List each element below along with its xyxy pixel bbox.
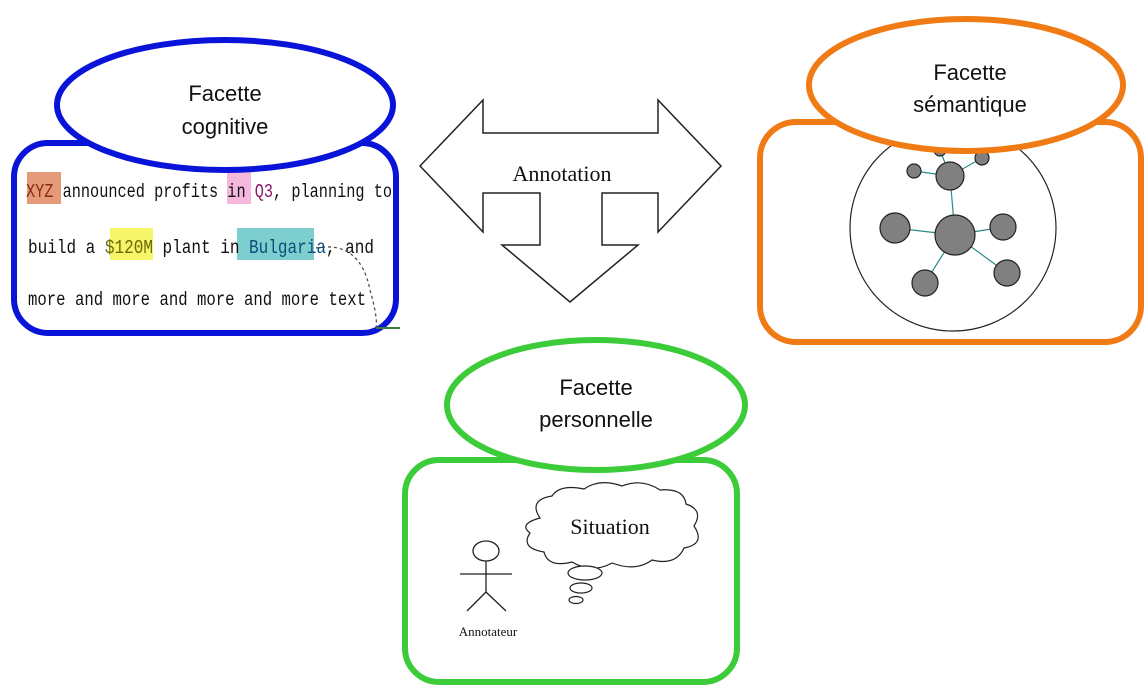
node-right <box>989 213 1017 241</box>
semantic-title-bubble <box>806 16 1126 154</box>
node-lower-right <box>993 259 1021 287</box>
node-upper <box>935 161 965 191</box>
personal-title-line2: personnelle <box>539 407 653 432</box>
annotator-label: Annotateur <box>459 624 518 639</box>
highlight-q3 <box>227 172 251 204</box>
semantic-title-line1: Facette <box>933 60 1006 85</box>
cognitive-facet: XYZ announced profits in Q3, planning to… <box>11 37 400 336</box>
cloud-icon <box>525 482 699 569</box>
annotator-figure-icon <box>460 540 512 612</box>
personal-title-line1: Facette <box>559 375 632 400</box>
node-center <box>934 214 976 256</box>
cognitive-title-line1: Facette <box>188 81 261 106</box>
entity-120m: $120M <box>105 237 153 259</box>
personal-title-bubble <box>444 337 748 473</box>
ontology-nodes <box>879 120 1021 297</box>
text-line-1: XYZ announced profits in Q3, planning to <box>26 181 392 203</box>
node-left <box>879 212 911 244</box>
highlight-bulgaria <box>237 228 314 260</box>
entity-xyz: XYZ <box>26 181 53 203</box>
highlight-xyz <box>27 172 61 204</box>
semantic-title-line2: sémantique <box>913 92 1027 117</box>
personal-facet: Situation Annotateur Facette personnelle <box>402 337 748 685</box>
text-line-2: build a $120M plant in Bulgaria, and <box>28 237 374 259</box>
text-line-3: more and more and more and more text <box>28 289 366 311</box>
node-bottom <box>911 269 939 297</box>
three-way-arrow-shape <box>418 98 723 303</box>
thought-bubble-large <box>567 565 603 581</box>
annotated-text: XYZ announced profits in Q3, planning to… <box>26 172 400 329</box>
entity-bulgaria: Bulgaria <box>249 237 326 259</box>
node-upper-left <box>906 163 922 179</box>
thought-bubble-medium <box>569 582 593 594</box>
annotation-arrow: Annotation <box>418 98 723 303</box>
entity-q3: Q3 <box>255 181 273 203</box>
cognitive-title-line2: cognitive <box>182 114 269 139</box>
thought-cloud <box>525 482 699 605</box>
highlight-120m <box>110 228 153 260</box>
semantic-facet: Facette sémantique <box>757 16 1144 345</box>
annotation-label: Annotation <box>513 161 612 186</box>
thought-bubble-small <box>568 595 584 605</box>
situation-label: Situation <box>570 514 649 539</box>
cognitive-title-bubble <box>54 37 396 173</box>
